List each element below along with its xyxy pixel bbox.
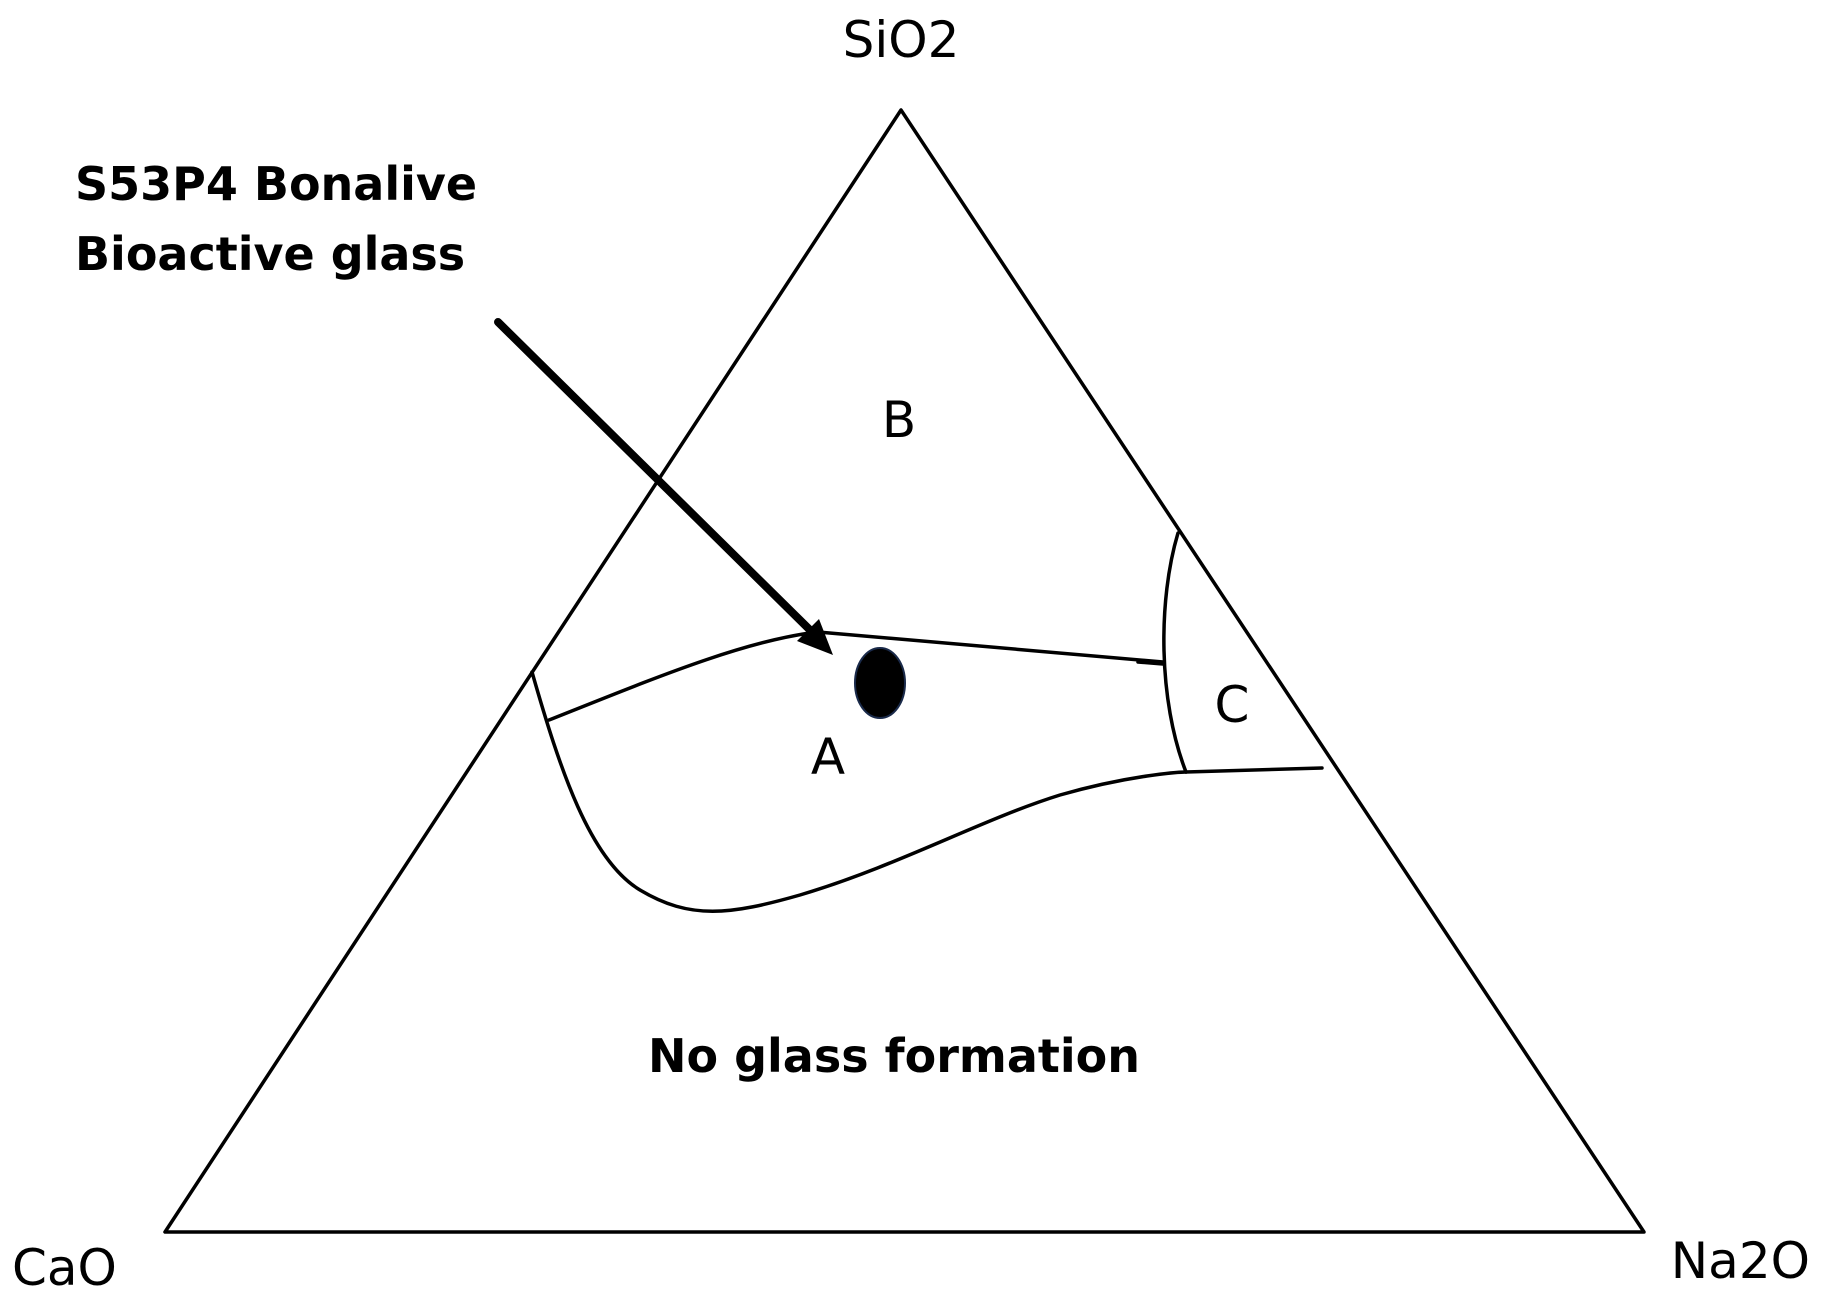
region-c-left-boundary <box>1162 531 1188 774</box>
region-a-upper-boundary <box>547 630 820 722</box>
region-label-no-glass: No glass formation <box>648 1029 1140 1083</box>
tick-mark <box>1136 660 1165 666</box>
vertex-label-na2o: Na2O <box>1671 1232 1810 1290</box>
region-a-left-boundary <box>530 670 1188 913</box>
region-label-c: C <box>1215 676 1250 734</box>
annotation-line-1: S53P4 Bonalive <box>75 157 477 211</box>
vertex-label-cao: CaO <box>12 1239 117 1297</box>
vertex-label-sio2: SiO2 <box>843 11 960 69</box>
region-label-b: B <box>882 391 916 449</box>
annotation-line-2: Bioactive glass <box>75 227 465 281</box>
arrow-head <box>797 619 833 655</box>
region-label-a: A <box>811 728 845 786</box>
arrow-shaft <box>494 318 814 634</box>
region-c-lower-boundary <box>1184 766 1324 774</box>
region-ab-boundary <box>816 630 1165 664</box>
s53p4-marker <box>854 647 906 719</box>
